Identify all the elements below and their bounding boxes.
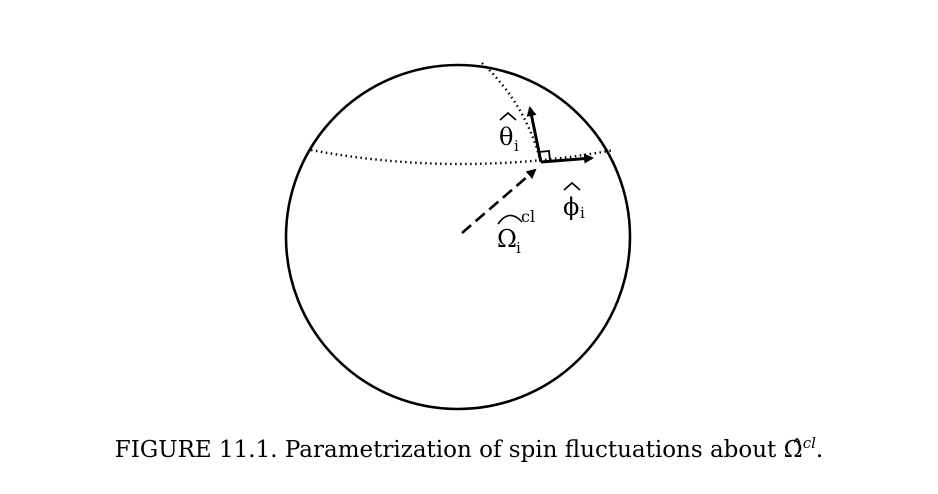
caption-symbol: Ω̂	[783, 437, 803, 463]
phi-label: ϕ i	[563, 181, 585, 222]
theta-subscript: i	[514, 137, 519, 155]
omega-symbol: Ω	[497, 225, 517, 253]
figure-caption: FIGURE 11.1. Parametrization of spin flu…	[0, 434, 938, 463]
theta-hat	[499, 111, 517, 121]
phi-vector	[540, 153, 594, 164]
phi-hat	[563, 181, 581, 191]
theta-vector	[526, 106, 543, 163]
caption-period: .	[815, 437, 824, 463]
omega-subscript: i	[516, 239, 521, 257]
theta-label: θ i	[499, 111, 519, 155]
omega-superscript: cl	[521, 207, 535, 226]
caption-superscript: cl	[802, 434, 816, 452]
theta-symbol: θ	[499, 123, 513, 151]
phi-subscript: i	[580, 204, 585, 222]
right-angle-marker	[538, 150, 551, 162]
omega-vector	[461, 168, 537, 234]
sphere-outline	[284, 63, 632, 411]
omega-hat	[497, 214, 523, 225]
latitude-line	[310, 148, 615, 166]
omega-label: Ω i cl	[497, 207, 535, 257]
phi-symbol: ϕ	[563, 193, 579, 221]
caption-text: FIGURE 11.1. Parametrization of spin flu…	[114, 437, 784, 463]
